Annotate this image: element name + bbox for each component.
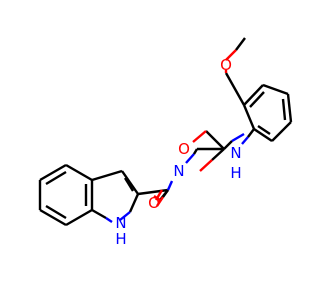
ether-oxygen-label: O bbox=[220, 56, 232, 74]
bond bbox=[91, 208, 107, 220]
double-bond-inner bbox=[45, 170, 67, 186]
double-bond-inner bbox=[123, 177, 135, 192]
structure-drawing: O O O N N H N H bbox=[38, 37, 293, 248]
bond bbox=[192, 148, 199, 155]
bond bbox=[185, 153, 195, 164]
bond bbox=[137, 188, 169, 196]
bond bbox=[156, 196, 164, 207]
anilide-hydrogen-label: H bbox=[230, 164, 241, 182]
bond bbox=[162, 189, 169, 198]
bond bbox=[205, 130, 225, 150]
bond bbox=[211, 148, 225, 161]
bond bbox=[154, 189, 164, 201]
carbonyl-oxygen-label: O bbox=[178, 140, 190, 158]
bond bbox=[243, 84, 264, 106]
indole-pyrrole-ring bbox=[91, 169, 140, 223]
bond bbox=[128, 193, 140, 213]
bond bbox=[253, 128, 273, 142]
double-bond-inner bbox=[45, 204, 67, 220]
bond bbox=[65, 163, 93, 182]
amide-nitrogen-label: N bbox=[173, 162, 184, 180]
bond bbox=[271, 121, 292, 142]
bond bbox=[65, 208, 93, 227]
bond bbox=[223, 140, 233, 150]
bond bbox=[224, 72, 246, 106]
bond bbox=[231, 132, 245, 143]
bond bbox=[39, 163, 67, 182]
methoxy-group bbox=[224, 37, 246, 106]
indole-hydrogen-label: H bbox=[115, 230, 126, 248]
bond bbox=[192, 130, 207, 143]
bond bbox=[242, 104, 256, 130]
bond bbox=[262, 83, 289, 96]
indole-nitrogen-label: N bbox=[115, 214, 126, 232]
bond bbox=[286, 93, 293, 123]
amide-oxygen-label: O bbox=[148, 194, 160, 212]
anilide-nitrogen-label: N bbox=[230, 144, 241, 162]
bond bbox=[166, 180, 174, 191]
molecule-diagram: O O O N N H N H bbox=[38, 37, 293, 248]
bond bbox=[39, 208, 67, 227]
bond bbox=[121, 170, 139, 195]
double-bond-inner bbox=[249, 91, 265, 108]
bond bbox=[225, 49, 237, 61]
glycine-linker bbox=[185, 130, 245, 172]
bond bbox=[91, 169, 123, 182]
bond bbox=[119, 211, 131, 221]
double-bond-inner bbox=[257, 125, 271, 135]
bond bbox=[235, 37, 246, 51]
bond bbox=[241, 136, 249, 145]
methoxyphenyl-ring bbox=[241, 83, 293, 145]
indole-amide bbox=[137, 180, 174, 207]
indole-benzene-ring bbox=[38, 163, 94, 227]
bond bbox=[199, 159, 213, 172]
double-bond-inner bbox=[281, 98, 287, 121]
bond bbox=[105, 217, 113, 223]
bond bbox=[247, 128, 255, 138]
